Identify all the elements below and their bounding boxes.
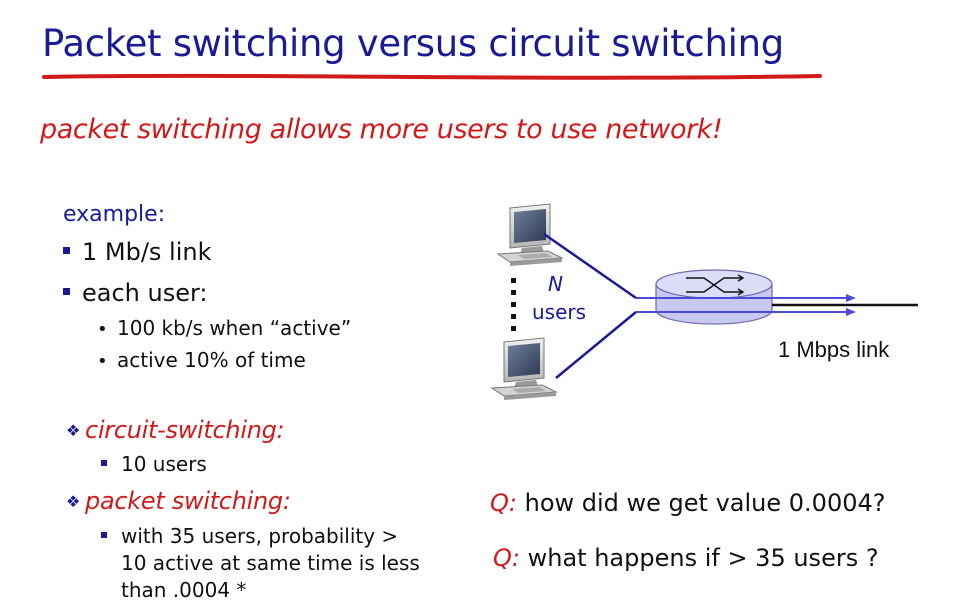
square-bullet-icon bbox=[63, 246, 70, 254]
computer-icon bbox=[490, 337, 558, 400]
circuit-detail-text: 10 users bbox=[121, 452, 207, 476]
question-2-mark: Q: bbox=[493, 544, 520, 572]
example-label: example: bbox=[63, 202, 166, 227]
round-bullet-icon: • bbox=[97, 351, 108, 372]
diamond-bullet-icon: ❖ bbox=[66, 421, 81, 440]
packet-heading: ❖packet switching: bbox=[66, 487, 291, 515]
square-bullet-icon bbox=[101, 459, 107, 466]
question-1: Q: how did we get value 0.0004? bbox=[490, 489, 886, 517]
question-2-text: what happens if > 35 users ? bbox=[519, 544, 879, 572]
bullet-user: each user: bbox=[63, 279, 208, 307]
diamond-bullet-icon: ❖ bbox=[66, 492, 81, 511]
sub-bullet-rate: • 100 kb/s when “active” bbox=[97, 316, 351, 340]
packet-detail-line-3: than .0004 * bbox=[121, 578, 247, 602]
network-diagram bbox=[490, 203, 918, 400]
circuit-heading-text: circuit-switching: bbox=[85, 416, 285, 444]
bullet-user-text: each user: bbox=[82, 279, 208, 307]
square-bullet-icon bbox=[63, 287, 70, 295]
packet-heading-text: packet switching: bbox=[85, 487, 291, 515]
round-bullet-icon: • bbox=[97, 319, 108, 340]
packet-detail-line-2: 10 active at same time is less bbox=[121, 551, 420, 575]
bullet-link-text: 1 Mb/s link bbox=[82, 238, 212, 266]
access-link-top bbox=[543, 232, 637, 300]
link-capacity-label: 1 Mbps link bbox=[778, 337, 890, 362]
sub-bullet-rate-text: 100 kb/s when “active” bbox=[117, 316, 352, 340]
circuit-detail: 10 users bbox=[101, 451, 207, 478]
title-underline bbox=[42, 73, 822, 80]
subtitle: packet switching allows more users to us… bbox=[40, 114, 723, 145]
packet-detail-line-1: with 35 users, probability > bbox=[121, 524, 399, 548]
question-2: Q: what happens if > 35 users ? bbox=[493, 544, 879, 572]
page-title: Packet switching versus circuit switchin… bbox=[42, 22, 784, 65]
packet-detail: with 35 users, probability > bbox=[101, 523, 398, 550]
bullet-link: 1 Mb/s link bbox=[63, 238, 212, 266]
circuit-heading: ❖circuit-switching: bbox=[66, 416, 285, 444]
access-link-bottom bbox=[555, 311, 637, 379]
packet-flow-arrowhead-bottom bbox=[846, 308, 856, 316]
question-1-mark: Q: bbox=[490, 489, 517, 517]
router-icon bbox=[655, 269, 773, 325]
ellipsis-dots bbox=[511, 278, 516, 331]
sub-bullet-active-text: active 10% of time bbox=[117, 348, 306, 372]
packet-flow-arrowhead-top bbox=[846, 294, 856, 302]
users-label: users bbox=[532, 300, 587, 324]
square-bullet-icon bbox=[101, 531, 107, 538]
question-1-text: how did we get value 0.0004? bbox=[516, 489, 886, 517]
sub-bullet-active: • active 10% of time bbox=[97, 348, 306, 372]
n-users-label: N bbox=[548, 272, 563, 296]
computer-icon bbox=[496, 203, 564, 266]
